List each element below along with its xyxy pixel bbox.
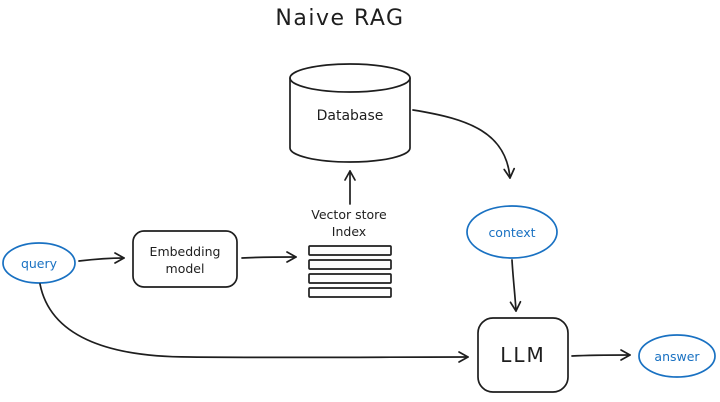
- embedding-model-box: [132, 230, 238, 288]
- vector-store-bar-3: [308, 273, 392, 284]
- vector-store-bar-2: [308, 259, 392, 270]
- answer-ellipse: [638, 334, 716, 378]
- context-label: context: [488, 225, 535, 240]
- query-ellipse: [2, 242, 76, 284]
- embedding-model-label-line2: model: [166, 261, 205, 276]
- arrow-query-to-llm: [39, 283, 469, 363]
- database-label: Database: [317, 108, 384, 124]
- vector-store-bar-4: [308, 287, 392, 298]
- vector-store-label-line2: Index: [332, 224, 366, 239]
- vector-store-node: Vector store Index: [308, 207, 392, 298]
- llm-label: LLM: [500, 343, 546, 367]
- diagram-title: Naive RAG: [275, 6, 404, 31]
- embedding-model-node: Embedding model: [132, 230, 238, 288]
- vector-store-bar-1: [308, 245, 392, 256]
- answer-node: answer: [638, 334, 716, 378]
- database-node: Database: [289, 63, 411, 163]
- answer-label: answer: [654, 349, 700, 364]
- llm-box: [477, 317, 569, 393]
- database-cylinder-body: [289, 77, 411, 163]
- arrow-context-to-llm: [509, 259, 522, 312]
- arrow-query-to-embedding: [78, 252, 125, 264]
- arrow-embedding-to-vector-store: [241, 251, 297, 263]
- context-ellipse: [466, 205, 558, 259]
- query-label: query: [21, 256, 58, 271]
- context-node: context: [466, 205, 558, 259]
- vector-store-label-line1: Vector store: [311, 207, 387, 222]
- llm-node: LLM: [477, 317, 569, 393]
- database-cylinder-top: [289, 63, 411, 93]
- arrow-llm-to-answer: [571, 349, 631, 361]
- query-node: query: [2, 242, 76, 284]
- embedding-model-label-line1: Embedding: [150, 244, 221, 259]
- arrow-database-to-context: [412, 109, 516, 179]
